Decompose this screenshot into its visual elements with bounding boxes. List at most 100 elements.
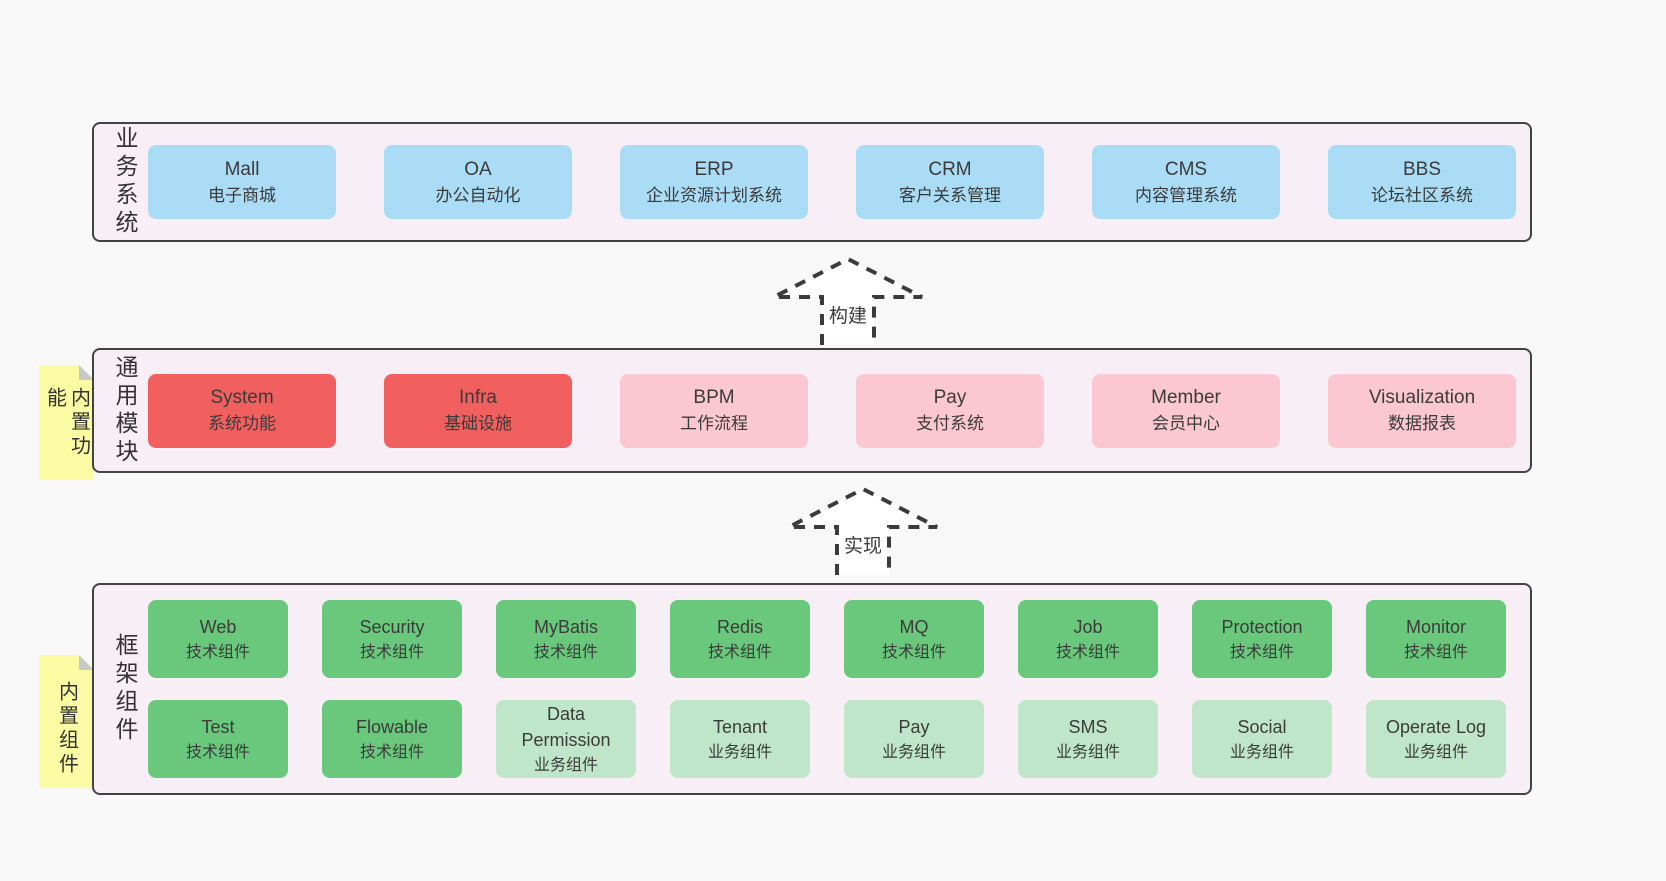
box-crm: CRM 客户关系管理 xyxy=(856,145,1044,219)
sticky-note-text: 内置功能 xyxy=(43,387,90,459)
box-subtitle: 业务组件 xyxy=(707,743,772,761)
box-title: Member xyxy=(1151,387,1221,408)
box-subtitle: 技术组件 xyxy=(881,643,946,661)
box-flowable: Flowable 技术组件 xyxy=(322,700,462,778)
box-subtitle: 电子商城 xyxy=(208,185,276,205)
box-mybatis: MyBatis 技术组件 xyxy=(496,600,636,678)
box-subtitle: 客户关系管理 xyxy=(899,185,1001,205)
box-subtitle: 技术组件 xyxy=(1229,643,1294,661)
layer-common-modules: 通用模块 System 系统功能 Infra 基础设施 BPM 工作流程 Pay… xyxy=(92,348,1532,473)
box-visualization: Visualization 数据报表 xyxy=(1328,373,1516,448)
box-subtitle: 数据报表 xyxy=(1388,414,1456,433)
box-bbs: BBS 论坛社区系统 xyxy=(1328,145,1516,219)
box-title: Web xyxy=(199,616,237,637)
box-subtitle: 业务组件 xyxy=(1229,743,1294,761)
box-title: Infra xyxy=(458,387,498,408)
box-oa: OA 办公自动化 xyxy=(384,145,572,219)
components-row-1: Web 技术组件 Security 技术组件 MyBatis 技术组件 Redi… xyxy=(148,600,1506,678)
box-job: Job 技术组件 xyxy=(1018,600,1158,678)
dashed-up-arrow-icon xyxy=(773,256,923,345)
box-mq: MQ 技术组件 xyxy=(844,600,984,678)
box-subtitle: 技术组件 xyxy=(359,743,424,761)
box-subtitle: 业务组件 xyxy=(533,756,598,774)
box-social: Social 业务组件 xyxy=(1192,700,1332,778)
arrow-build: 构建 xyxy=(770,255,926,349)
box-title: Tenant xyxy=(712,716,768,737)
box-subtitle: 业务组件 xyxy=(1403,743,1468,761)
box-title: MQ xyxy=(899,616,929,637)
layer-label-business: 业务系统 xyxy=(112,126,138,238)
arrow-implement-label: 实现 xyxy=(843,536,882,557)
box-title: Job xyxy=(1073,616,1103,637)
box-operate-log: Operate Log 业务组件 xyxy=(1366,700,1506,778)
box-monitor: Monitor 技术组件 xyxy=(1366,600,1506,678)
box-title: Data Permission xyxy=(521,703,611,750)
box-subtitle: 业务组件 xyxy=(881,743,946,761)
box-title: BBS xyxy=(1402,158,1442,180)
box-title: Protection xyxy=(1221,616,1303,637)
box-subtitle: 企业资源计划系统 xyxy=(646,185,782,205)
box-title: Pay xyxy=(898,716,930,737)
box-bpm: BPM 工作流程 xyxy=(620,373,808,448)
box-subtitle: 基础设施 xyxy=(444,414,512,433)
layer-label-components: 框架组件 xyxy=(112,633,138,745)
box-subtitle: 系统功能 xyxy=(208,414,276,433)
box-subtitle: 技术组件 xyxy=(1403,643,1468,661)
box-member: Member 会员中心 xyxy=(1092,373,1280,448)
arrow-implement: 实现 xyxy=(785,485,941,579)
box-subtitle: 技术组件 xyxy=(185,643,250,661)
box-title: Security xyxy=(359,616,425,637)
box-title: Operate Log xyxy=(1385,716,1487,737)
box-subtitle: 支付系统 xyxy=(916,414,984,433)
box-sms: SMS 业务组件 xyxy=(1018,700,1158,778)
box-title: OA xyxy=(464,158,492,180)
box-title: MyBatis xyxy=(533,616,598,637)
box-title: BPM xyxy=(693,387,735,408)
box-infra: Infra 基础设施 xyxy=(384,373,572,448)
box-subtitle: 技术组件 xyxy=(533,643,598,661)
layer-framework-components: 框架组件 Web 技术组件 Security 技术组件 MyBatis 技术组件… xyxy=(92,583,1532,795)
box-redis: Redis 技术组件 xyxy=(670,600,810,678)
box-subtitle: 技术组件 xyxy=(1055,643,1120,661)
box-tenant: Tenant 业务组件 xyxy=(670,700,810,778)
box-title: Social xyxy=(1237,716,1287,737)
box-security: Security 技术组件 xyxy=(322,600,462,678)
box-protection: Protection 技术组件 xyxy=(1192,600,1332,678)
layer-label-modules: 通用模块 xyxy=(112,354,138,467)
box-subtitle: 业务组件 xyxy=(1055,743,1120,761)
box-erp: ERP 企业资源计划系统 xyxy=(620,145,808,219)
box-system: System 系统功能 xyxy=(148,373,336,448)
box-title: Test xyxy=(201,716,235,737)
box-title: Monitor xyxy=(1405,616,1467,637)
box-subtitle: 办公自动化 xyxy=(435,185,521,205)
box-subtitle: 论坛社区系统 xyxy=(1371,185,1473,205)
modules-box-row: System 系统功能 Infra 基础设施 BPM 工作流程 Pay 支付系统… xyxy=(148,373,1516,448)
box-title: Redis xyxy=(716,616,764,637)
sticky-note-builtin-components: 内置组件 xyxy=(39,655,94,788)
sticky-note-text: 内置组件 xyxy=(55,681,78,777)
box-data-permission: Data Permission 业务组件 xyxy=(496,700,636,778)
arrow-build-label: 构建 xyxy=(828,306,867,327)
box-pay: Pay 支付系统 xyxy=(856,373,1044,448)
box-subtitle: 会员中心 xyxy=(1152,414,1220,433)
box-title: SMS xyxy=(1068,716,1108,737)
box-subtitle: 技术组件 xyxy=(185,743,250,761)
box-cms: CMS 内容管理系统 xyxy=(1092,145,1280,219)
components-row-2: Test 技术组件 Flowable 技术组件 Data Permission … xyxy=(148,700,1506,778)
box-title: Pay xyxy=(933,387,967,408)
box-subtitle: 内容管理系统 xyxy=(1135,185,1237,205)
box-subtitle: 技术组件 xyxy=(359,643,424,661)
box-web: Web 技术组件 xyxy=(148,600,288,678)
box-test: Test 技术组件 xyxy=(148,700,288,778)
box-subtitle: 技术组件 xyxy=(707,643,772,661)
box-title: CRM xyxy=(928,158,972,180)
layer-business-systems: 业务系统 Mall 电子商城 OA 办公自动化 ERP 企业资源计划系统 CRM… xyxy=(92,122,1532,242)
box-title: Flowable xyxy=(355,716,429,737)
dashed-up-arrow-icon xyxy=(788,486,938,575)
box-subtitle: 工作流程 xyxy=(680,414,748,433)
box-mall: Mall 电子商城 xyxy=(148,145,336,219)
sticky-note-builtin-features: 内置功能 xyxy=(39,365,94,480)
box-title: Visualization xyxy=(1368,387,1476,408)
business-box-row: Mall 电子商城 OA 办公自动化 ERP 企业资源计划系统 CRM 客户关系… xyxy=(148,145,1516,219)
box-pay-biz: Pay 业务组件 xyxy=(844,700,984,778)
